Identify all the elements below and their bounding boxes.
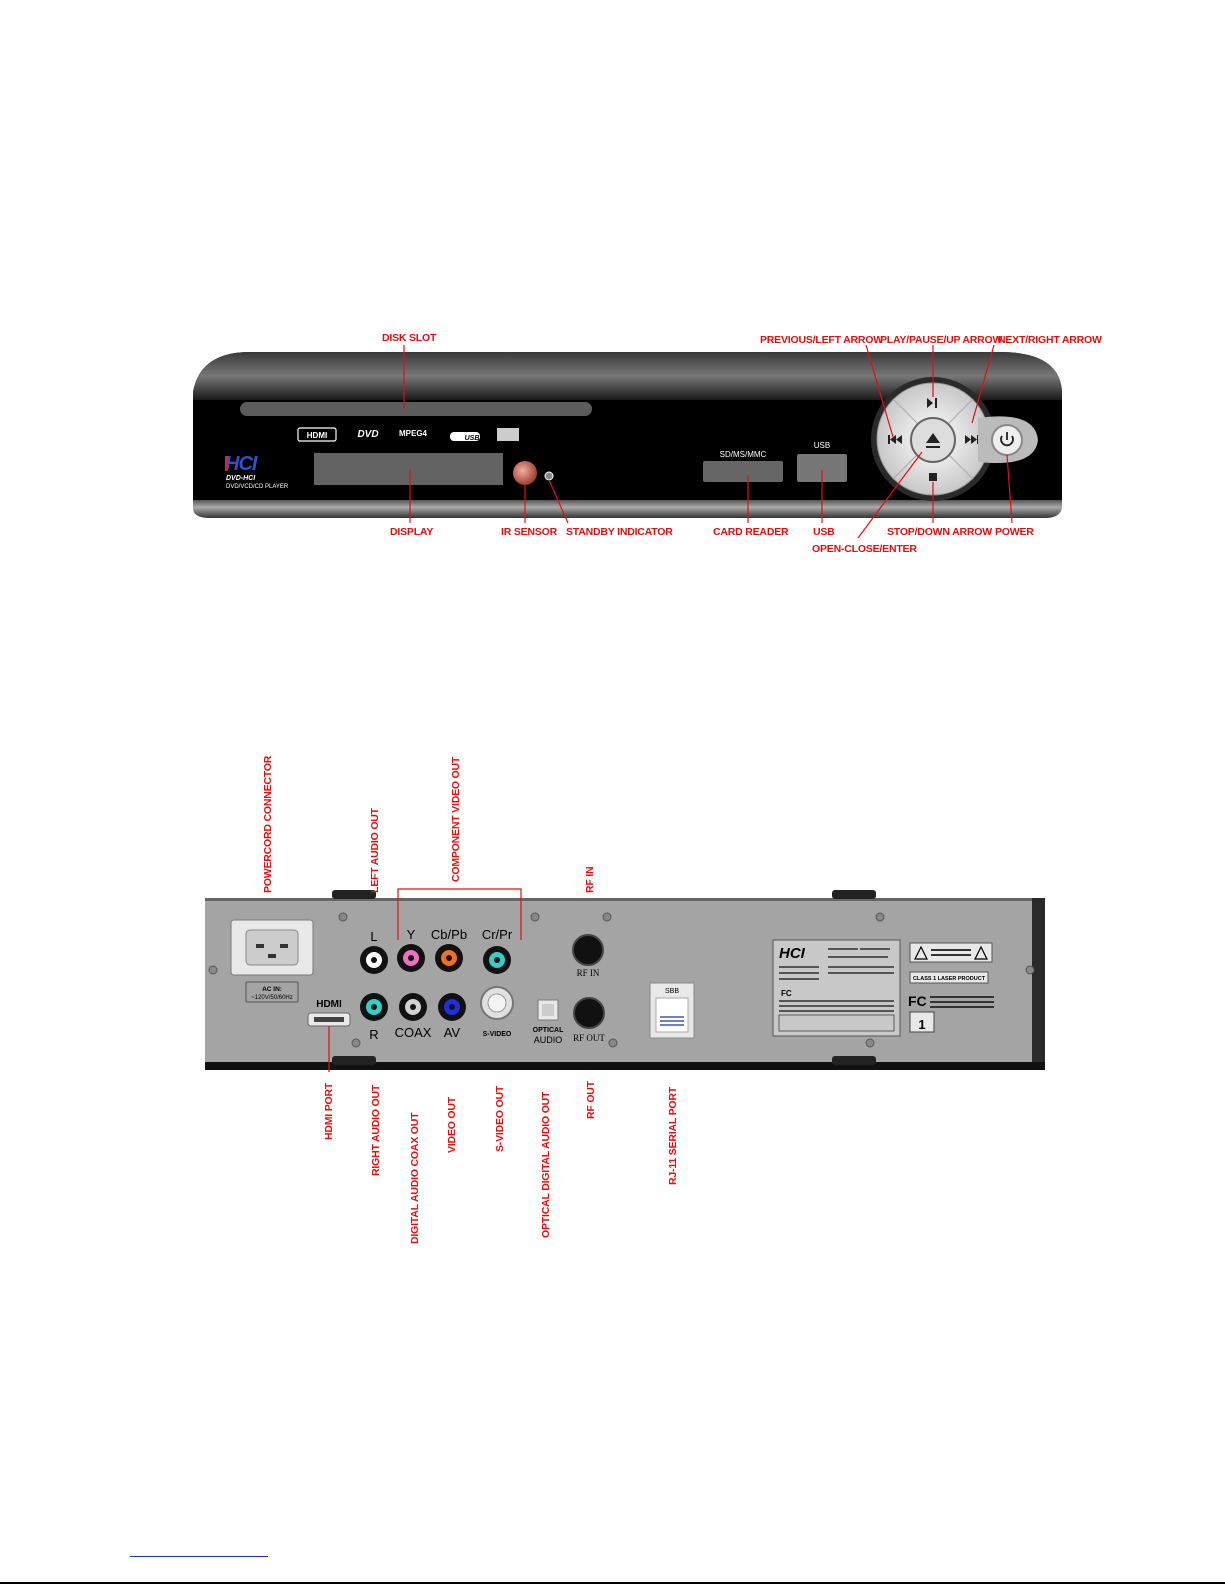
rear-chassis — [205, 898, 1045, 1070]
label-rj11-serial-port: RJ-11 SERIAL PORT — [667, 1087, 679, 1185]
rf-out-port — [573, 997, 605, 1029]
sbb-text: SBB — [665, 988, 679, 995]
previous-icon — [888, 435, 902, 444]
front-bottom-bevel — [193, 500, 1062, 518]
class1-laser-label — [909, 971, 989, 984]
power-icon — [1000, 435, 1014, 447]
label-card-reader: CARD READER — [713, 526, 789, 538]
optical-text-2: AUDIO — [534, 1035, 563, 1045]
fcc-logo: FC — [908, 993, 927, 1009]
front-leader-lines — [403, 344, 1013, 539]
svideo-text: S-VIDEO — [483, 1031, 512, 1038]
label-play-pause-up-arrow: PLAY/PAUSE/UP ARROW — [880, 334, 1003, 346]
play-pause-icon — [927, 398, 937, 408]
label-left-audio-out: LEFT AUDIO OUT — [369, 808, 381, 893]
footer-link-underline[interactable] — [130, 1556, 268, 1557]
jack-label-l: L — [370, 929, 377, 944]
rca-jacks — [360, 944, 511, 1021]
rf-out-text: RF OUT — [573, 1033, 605, 1043]
model-subtitle: DVD/VCD/CD PLAYER — [226, 484, 289, 490]
jack-label-av: AV — [444, 1025, 461, 1040]
class1-text: CLASS 1 LASER PRODUCT — [913, 976, 986, 982]
label-open-close-enter: OPEN-CLOSE/ENTER — [812, 543, 917, 555]
jack-label-coax: COAX — [395, 1025, 432, 1040]
svg-text:USB: USB — [465, 435, 480, 442]
card-reader-slot — [703, 461, 783, 482]
label-rf-in: RF IN — [584, 866, 596, 893]
label-optical-digital-audio-out: OPTICAL DIGITAL AUDIO OUT — [540, 1091, 552, 1238]
label-component-video-out: COMPONENT VIDEO OUT — [450, 756, 462, 882]
hdmi-logo-text: HDMI — [307, 431, 327, 440]
display-window — [314, 453, 503, 485]
ir-sensor — [513, 461, 537, 485]
jack-label-cb: Cb/Pb — [431, 927, 467, 942]
label-usb: USB — [813, 526, 835, 538]
label-power: POWER — [995, 526, 1034, 538]
rear-panel-diagram: AC IN: ~120V/50/60Hz HDMI L Y Cb/Pb Cr/P… — [205, 888, 1045, 1072]
rear-leader-lines — [328, 888, 522, 1072]
ac-in-text: AC IN: — [262, 986, 282, 993]
optical-text-1: OPTICAL — [533, 1027, 564, 1034]
dvd-logo: DVD — [357, 429, 378, 440]
stop-icon — [929, 473, 937, 481]
mpeg4-logo: MPEG4 — [399, 429, 428, 438]
eject-icon — [926, 433, 940, 448]
class-one-badge: 1 — [918, 1017, 925, 1032]
card-slot-text: SD/MS/MMC — [720, 450, 767, 459]
jack-label-r: R — [369, 1027, 378, 1042]
label-next-right-arrow: NEXT/RIGHT ARROW — [998, 334, 1102, 346]
cd-logo — [497, 428, 519, 441]
label-previous-left-arrow: PREVIOUS/LEFT ARROW — [760, 334, 883, 346]
label-stop-down-arrow: STOP/DOWN ARROW — [887, 526, 992, 538]
label-digital-audio-coax-out: DIGITAL AUDIO COAX OUT — [409, 1112, 421, 1244]
usb-port — [797, 454, 847, 482]
front-top-bevel — [193, 352, 1062, 400]
sticker-fc: FC — [781, 989, 792, 998]
label-right-audio-out: RIGHT AUDIO OUT — [370, 1084, 382, 1176]
usb-logo — [450, 432, 480, 441]
label-s-video-out: S-VIDEO OUT — [494, 1085, 506, 1152]
label-ir-sensor: IR SENSOR — [501, 526, 557, 538]
brand-logo: HCI — [225, 453, 258, 475]
jack-label-y: Y — [407, 927, 416, 942]
label-hdmi-port: HDMI PORT — [323, 1082, 335, 1140]
ac-voltage-text: ~120V/50/60Hz — [251, 995, 293, 1001]
label-standby-indicator: STANDBY INDICATOR — [566, 526, 673, 538]
jack-label-cr: Cr/Pr — [482, 927, 513, 942]
model-name: DVD-HCI — [226, 475, 256, 482]
hdmi-logo — [297, 427, 337, 442]
footer-rule — [0, 1582, 1225, 1584]
label-display: DISPLAY — [390, 526, 434, 538]
rf-in-port — [572, 934, 604, 966]
label-disk-slot: DISK SLOT — [382, 332, 437, 344]
label-rf-out: RF OUT — [585, 1081, 597, 1119]
hdmi-rear-text: HDMI — [316, 999, 342, 1010]
warning-label — [909, 942, 993, 963]
label-video-out: VIDEO OUT — [446, 1097, 458, 1153]
label-power-cord-connector: POWERCORD CONNECTOR — [262, 755, 274, 893]
rf-in-text: RF IN — [577, 968, 600, 978]
usb-text: USB — [814, 441, 830, 450]
standby-indicator — [544, 471, 554, 481]
front-panel-diagram: HDMI DVD MPEG4 USB HCI DVD-HCI DVD/VCD/C… — [193, 344, 1062, 539]
sticker-brand: HCI — [779, 945, 806, 962]
disk-slot — [240, 402, 592, 416]
